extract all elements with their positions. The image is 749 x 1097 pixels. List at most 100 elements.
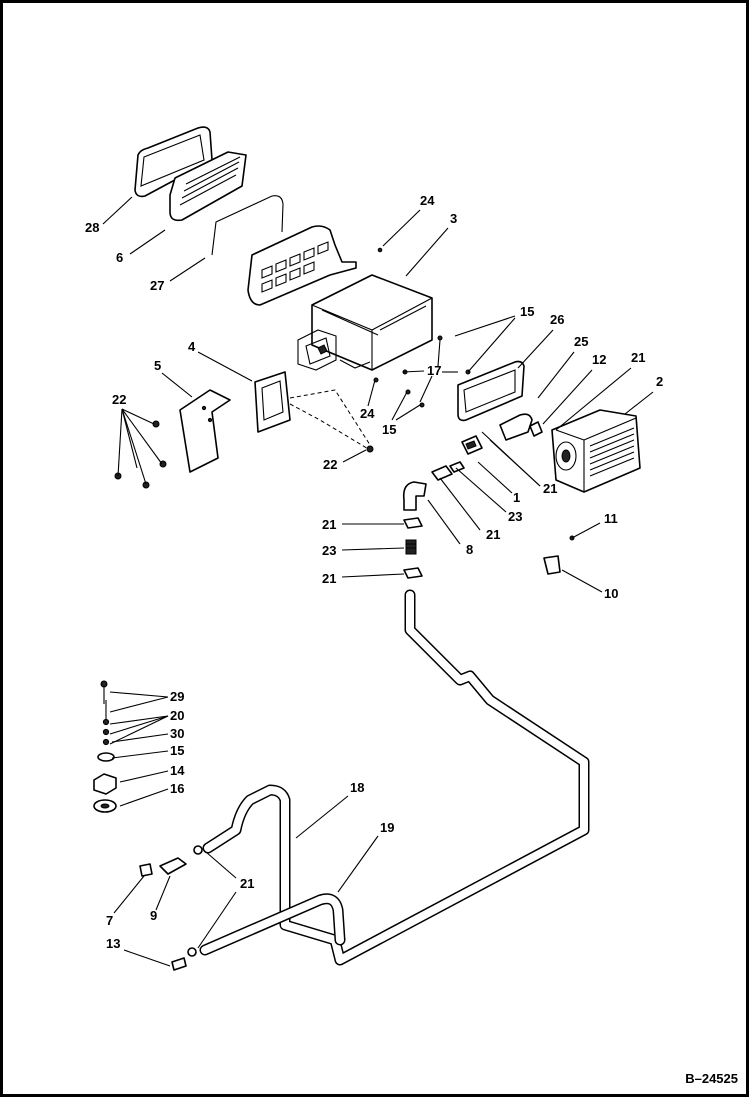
callout-c34: 21 xyxy=(322,517,336,532)
part-filter-plate xyxy=(254,371,291,433)
leader-line-c49 xyxy=(337,835,379,893)
callout-c9: 25 xyxy=(574,334,588,349)
leader-line-c8 xyxy=(517,329,554,369)
callout-c11: 21 xyxy=(631,350,645,365)
callout-c19: 22 xyxy=(112,392,126,407)
leader-line-c50 xyxy=(205,851,237,879)
leader-line-c14 xyxy=(437,339,441,367)
leader-line-c18 xyxy=(197,351,253,382)
callout-c1: 28 xyxy=(85,220,99,235)
callout-c41: 20 xyxy=(170,708,184,723)
callout-c31: 23 xyxy=(508,509,522,524)
leader-line-c15 xyxy=(419,375,433,403)
callout-c48: 18 xyxy=(350,780,364,795)
leader-line-c1 xyxy=(102,196,133,225)
callout-c8: 26 xyxy=(550,312,564,327)
callout-c6: 15 xyxy=(520,304,534,319)
callout-c28: 21 xyxy=(543,481,557,496)
callout-c27: 22 xyxy=(323,457,337,472)
alignment-line-b xyxy=(289,403,371,451)
callout-c30: 1 xyxy=(513,490,520,505)
leader-line-c53 xyxy=(155,875,171,911)
leader-line-c29 xyxy=(481,431,541,487)
leader-line-c41 xyxy=(109,715,169,725)
callout-c3: 27 xyxy=(150,278,164,293)
leader-line-c19 xyxy=(121,408,155,425)
callout-c25: 15 xyxy=(382,422,396,437)
callout-c24: 24 xyxy=(360,406,375,421)
leader-line-c54 xyxy=(123,949,171,967)
part-housing-box xyxy=(297,274,433,371)
leader-line-c21 xyxy=(121,408,147,485)
part-cap xyxy=(543,555,561,575)
leader-line-c36 xyxy=(341,573,405,578)
callout-c13: 17 xyxy=(427,363,441,378)
callout-c39: 29 xyxy=(170,689,184,704)
leader-line-c35 xyxy=(341,547,405,551)
leader-line-c12 xyxy=(624,391,654,415)
leader-line-c6 xyxy=(454,315,516,337)
callout-c18: 4 xyxy=(188,339,196,354)
leader-line-c23 xyxy=(121,408,138,469)
leader-line-c22 xyxy=(121,408,163,465)
part-gasket-top xyxy=(134,126,213,198)
part-gasket-lower xyxy=(211,195,284,256)
leader-line-c37 xyxy=(571,522,601,539)
part-gasket-right xyxy=(457,360,525,422)
callout-c32: 21 xyxy=(486,527,500,542)
callout-c4: 24 xyxy=(420,193,435,208)
leader-line-c40 xyxy=(109,696,169,713)
callout-c2: 6 xyxy=(116,250,123,265)
callout-c35: 23 xyxy=(322,543,336,558)
leader-line-c45 xyxy=(111,750,169,759)
leader-line-c30 xyxy=(477,461,513,494)
leader-line-c4 xyxy=(382,209,421,247)
leader-line-c24 xyxy=(367,379,376,407)
part-elbow-fitting xyxy=(499,413,543,441)
part-valve-fittings xyxy=(431,435,483,481)
alignment-line-a xyxy=(289,389,373,449)
part-heater-pipes xyxy=(199,589,590,966)
part-bracket xyxy=(179,389,231,473)
leader-line-c26 xyxy=(395,404,421,421)
part-perforated-panel xyxy=(247,225,357,306)
leader-line-c13 xyxy=(402,370,425,373)
leader-line-c20 xyxy=(117,408,123,477)
callout-c38: 10 xyxy=(604,586,618,601)
leader-line-c3 xyxy=(169,257,206,282)
leader-line-c25 xyxy=(391,391,408,421)
leader-line-c43 xyxy=(109,715,169,745)
callout-c44: 30 xyxy=(170,726,184,741)
callout-c12: 2 xyxy=(656,374,663,389)
callout-c33: 8 xyxy=(466,542,473,557)
part-bolt-stack xyxy=(93,680,117,813)
leader-line-c48 xyxy=(295,795,349,839)
callout-c54: 13 xyxy=(106,936,120,951)
leader-line-c47 xyxy=(119,788,169,807)
leader-line-c46 xyxy=(119,770,169,783)
part-louver-grille xyxy=(169,151,247,222)
callout-c17: 5 xyxy=(154,358,161,373)
callout-c46: 14 xyxy=(170,763,185,778)
callout-c45: 15 xyxy=(170,743,184,758)
callout-c47: 16 xyxy=(170,781,184,796)
callout-c36: 21 xyxy=(322,571,336,586)
callout-c10: 12 xyxy=(592,352,606,367)
callout-c52: 7 xyxy=(106,913,113,928)
leader-line-c44 xyxy=(111,733,169,743)
part-clamp-stack xyxy=(403,517,423,579)
callout-c49: 19 xyxy=(380,820,394,835)
leader-line-c10 xyxy=(542,369,593,425)
leader-line-c7 xyxy=(467,317,516,373)
leader-line-c32 xyxy=(439,477,481,531)
leader-line-c9 xyxy=(537,351,575,399)
drawing-reference-number: B–24525 xyxy=(685,1071,738,1086)
leader-line-c33 xyxy=(427,499,461,545)
leader-line-c52 xyxy=(113,875,145,914)
leader-line-c27 xyxy=(342,449,367,463)
part-hose-elbow xyxy=(402,481,427,511)
callout-c53: 9 xyxy=(150,908,157,923)
leader-line-c39 xyxy=(109,691,169,698)
callout-c37: 11 xyxy=(604,511,618,526)
